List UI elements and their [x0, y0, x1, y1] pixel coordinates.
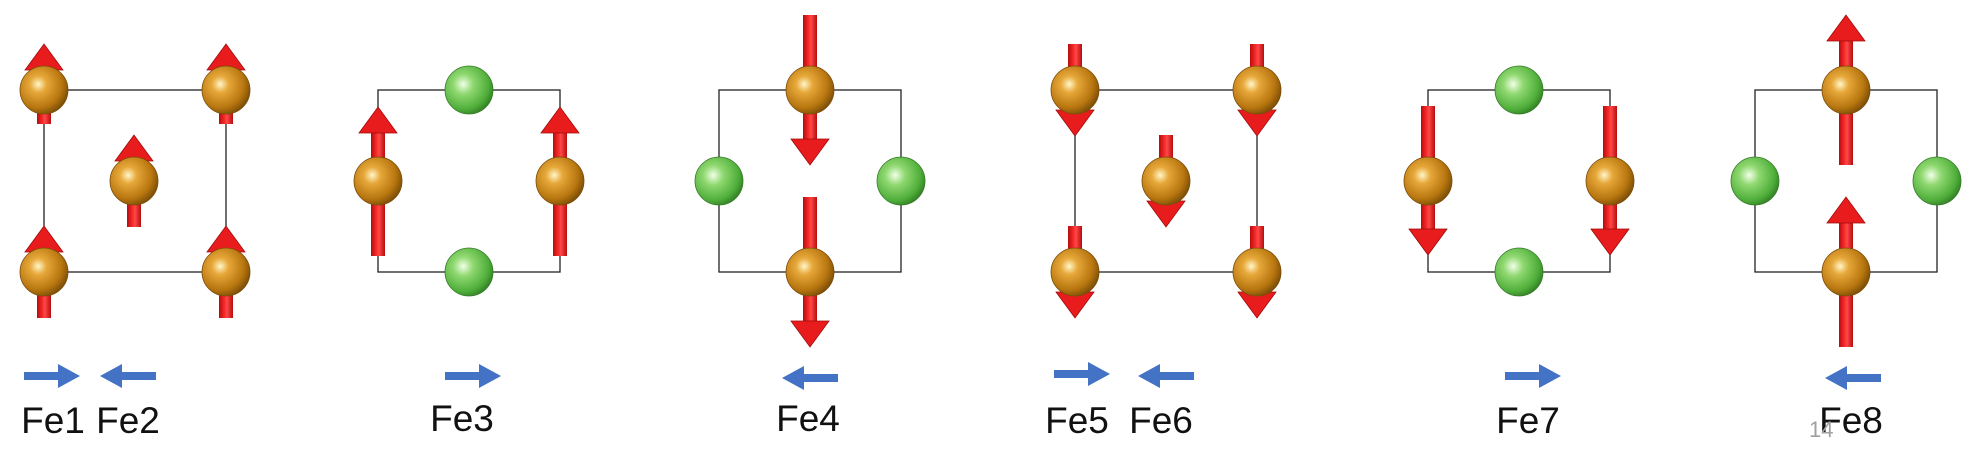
arrow-left-icon — [1138, 364, 1194, 388]
unit-cell-box — [377, 89, 561, 273]
direction-arrow-head — [58, 364, 80, 388]
direction-arrow-shaft — [24, 372, 58, 380]
spin-arrow-head — [540, 106, 580, 134]
fe-atom — [1232, 65, 1282, 115]
direction-arrow-head — [782, 366, 804, 390]
o-atom — [1912, 156, 1962, 206]
direction-arrow-head — [1088, 362, 1110, 386]
arrow-right-icon — [445, 364, 501, 388]
unit-cell-box — [1074, 89, 1258, 273]
direction-arrow-shaft — [1505, 372, 1539, 380]
arrow-right-icon — [24, 364, 80, 388]
direction-arrow-head — [1539, 364, 1561, 388]
direction-arrow-shaft — [1054, 370, 1088, 378]
o-atom — [444, 65, 494, 115]
fe-atom — [1821, 65, 1871, 115]
label-fe7: Fe7 — [1496, 400, 1560, 441]
label-fe8: Fe8 — [1819, 400, 1883, 441]
fe-atom — [785, 247, 835, 297]
fe-atom — [785, 65, 835, 115]
direction-arrow-head — [1138, 364, 1160, 388]
fe-atom — [19, 247, 69, 297]
direction-arrow-head — [100, 364, 122, 388]
fe-atom — [201, 65, 251, 115]
o-atom — [876, 156, 926, 206]
label-fe2: Fe2 — [96, 400, 160, 441]
panel-3 — [718, 15, 902, 348]
panel-6 — [1754, 14, 1938, 347]
fe-atom — [1232, 247, 1282, 297]
arrow-left-icon — [782, 366, 838, 390]
label-fe5: Fe5 — [1045, 400, 1109, 441]
label-fe3: Fe3 — [430, 398, 494, 439]
fe-atom — [1403, 156, 1453, 206]
o-atom — [444, 247, 494, 297]
fe-atom — [1585, 156, 1635, 206]
direction-arrow-shaft — [445, 372, 479, 380]
fe-atom — [535, 156, 585, 206]
label-fe4: Fe4 — [776, 398, 840, 439]
spin-arrow-head — [790, 138, 830, 166]
o-atom — [1730, 156, 1780, 206]
arrow-left-icon — [1825, 366, 1881, 390]
fe-atom — [353, 156, 403, 206]
direction-arrow-shaft — [804, 374, 838, 382]
page-number: 14 — [1809, 417, 1834, 442]
spin-arrow-head — [1590, 228, 1630, 256]
spin-arrow-head — [1408, 228, 1448, 256]
direction-arrow-shaft — [122, 372, 156, 380]
spin-arrow-head — [1826, 14, 1866, 42]
label-fe6: Fe6 — [1129, 400, 1193, 441]
arrow-right-icon — [1505, 364, 1561, 388]
fe-atom — [1821, 247, 1871, 297]
direction-arrow-shaft — [1160, 372, 1194, 380]
direction-arrow-head — [1825, 366, 1847, 390]
fe-atom — [1141, 156, 1191, 206]
arrow-right-icon — [1054, 362, 1110, 386]
fe-atom — [201, 247, 251, 297]
fe-atom — [1050, 65, 1100, 115]
label-fe1: Fe1 — [21, 400, 85, 441]
spin-arrow-head — [1826, 196, 1866, 224]
direction-arrow-shaft — [1847, 374, 1881, 382]
unit-cell-box — [43, 89, 227, 273]
direction-arrow-head — [479, 364, 501, 388]
fe-atom — [19, 65, 69, 115]
o-atom — [694, 156, 744, 206]
arrow-left-icon — [100, 364, 156, 388]
fe-atom — [1050, 247, 1100, 297]
spin-arrow-head — [358, 106, 398, 134]
fe-atom — [109, 156, 159, 206]
o-atom — [1494, 247, 1544, 297]
unit-cell-box — [1427, 89, 1611, 273]
o-atom — [1494, 65, 1544, 115]
spin-arrow-head — [790, 320, 830, 348]
